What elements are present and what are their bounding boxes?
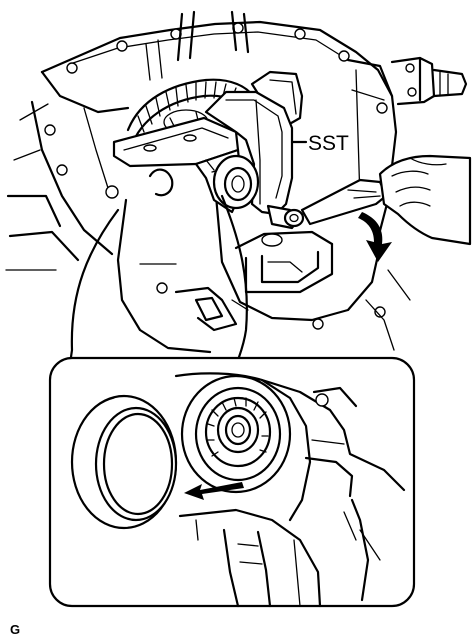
side-bearing-area (105, 154, 260, 210)
sst-label: SST (308, 132, 349, 155)
figure-code: G (10, 622, 20, 637)
detail-inset (48, 356, 416, 608)
wrench-and-hand (300, 154, 472, 262)
oil-seal (70, 394, 178, 530)
detail-callout-lines (68, 194, 248, 366)
